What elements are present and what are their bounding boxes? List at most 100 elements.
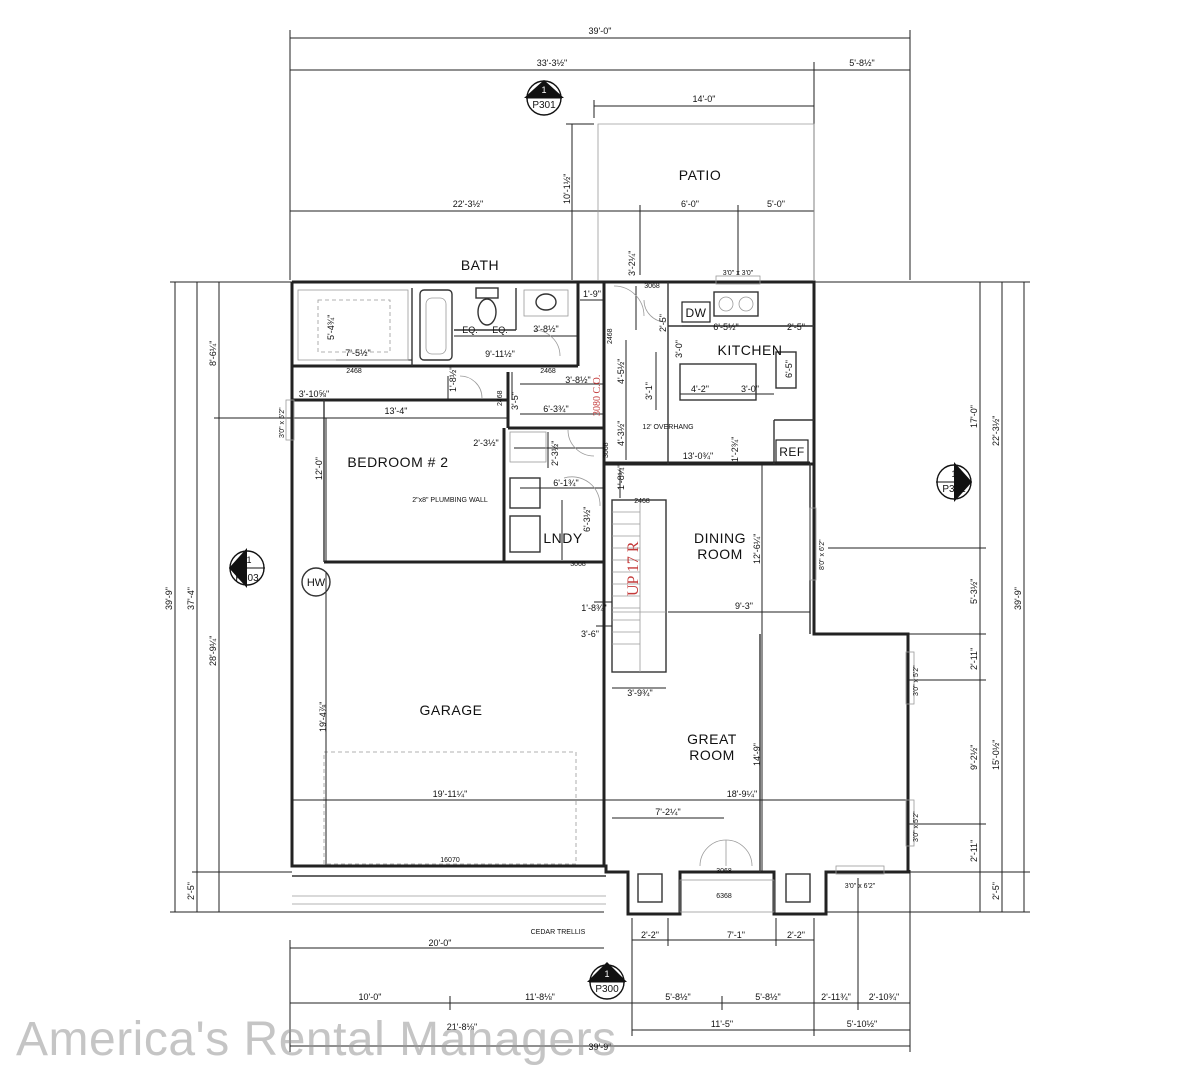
dim-20-0: 20'-0" [429, 938, 452, 948]
dim-14-9: 14'-9" [752, 743, 762, 766]
dim-3-8a: 3'-8½" [533, 324, 558, 334]
window-tag-great-1: 3'0" x 5'2" [913, 665, 920, 696]
room-laundry-label: LNDY [543, 530, 583, 546]
dim-18-9: 18'-9¼" [727, 789, 757, 799]
room-dining-label-2: ROOM [697, 546, 743, 562]
dim-left-2-5: 2'-5" [186, 882, 196, 900]
room-garage-label: GARAGE [420, 702, 483, 718]
door-tag-hall: 3068 [603, 442, 610, 458]
dim-right-2-11a: 2'-11" [969, 648, 979, 670]
dim-4-3: 4'-3½" [616, 421, 626, 446]
dim-right-2-11b: 2'-11" [969, 840, 979, 862]
dim-3-6: 3'-6" [581, 629, 599, 639]
dim-2-2b: 2'-2" [787, 930, 805, 940]
dim-13-0: 13'-0¾" [683, 451, 713, 461]
dim-patio-door: 3'-2¼" [627, 251, 637, 276]
dim-6-3b: 6'-3½" [582, 507, 592, 532]
dim-6-3: 6'-3¾" [543, 404, 568, 414]
dim-12-6: 12'-6¼" [752, 534, 762, 564]
section-tag-right-num: 1 [951, 469, 956, 479]
dim-3-0b: 3'-0" [741, 384, 759, 394]
dim-bottom-11-8: 11'-8⅛" [525, 992, 555, 1002]
door-tag-coat: 2468 [607, 328, 614, 344]
dim-3-0: 3'-0" [674, 340, 684, 358]
section-tag-top-ref: P301 [532, 100, 556, 111]
dim-19-11: 19'-11¼" [433, 789, 468, 799]
dim-4-2: 4'-2" [691, 384, 709, 394]
dim-3-9: 3'-9¾" [627, 688, 652, 698]
dim-3-5: 3'-5" [510, 392, 520, 410]
door-tag-front: 3068 [716, 868, 732, 875]
section-tag-bottom-num: 1 [604, 969, 609, 979]
dim-left-8-6: 8'-6¼" [208, 341, 218, 366]
dim-2-5b: 2'-5" [787, 322, 805, 332]
plumbing-wall-note: 2"x8" PLUMBING WALL [412, 497, 488, 504]
dim-6-5: 6'-5½" [713, 322, 738, 332]
door-tag-kitchen: 3068 [644, 283, 660, 290]
section-tag-left-num: 1 [246, 555, 251, 565]
dim-1-9: 1'-9" [583, 289, 601, 299]
cedar-trellis-note: CEDAR TRELLIS [531, 929, 586, 936]
dim-9-3: 9'-3" [735, 601, 753, 611]
dim-left-39-9: 39'-9" [164, 587, 174, 610]
section-tag-bottom-ref: P300 [595, 984, 619, 995]
watermark: America's Rental Managers [16, 1013, 617, 1066]
eq-label-1: EQ. [462, 325, 478, 335]
section-tag-left-ref: P303 [235, 573, 259, 584]
dim-right-17-0: 17'-0" [969, 405, 979, 428]
door-tag-stair: 2468 [634, 498, 650, 505]
dim-12-0: 12'-0" [314, 457, 324, 480]
dim-top-main: 33'-3½" [537, 58, 567, 68]
dim-3-10: 3'-10⅝" [299, 389, 329, 399]
dim-bottom-5-8a: 5'-8½" [665, 992, 690, 1002]
window-tag-kitchen: 3'0" x 3'0" [723, 270, 754, 277]
door-tag-porch: 6368 [716, 893, 732, 900]
dim-right-22-3: 22'-3½" [991, 416, 1001, 446]
dim-top-right: 5'-8½" [849, 58, 874, 68]
section-tag-right: 1 P302 [936, 462, 972, 502]
door-tag-bed-hall: 2468 [497, 390, 504, 406]
dim-2-3b: 2'-3½" [550, 441, 560, 466]
dim-9-11: 9'-11½" [485, 349, 515, 359]
room-bedroom-label: BEDROOM # 2 [347, 454, 448, 470]
dim-patio-mid: 6'-0" [681, 199, 699, 209]
dim-patio-depth: 10'-1½" [562, 174, 572, 204]
dim-bottom-10-0: 10'-0" [359, 992, 382, 1002]
window-tag-bed: 3'0" x 5'2" [279, 407, 286, 438]
dim-patio-width: 14'-0" [693, 94, 716, 104]
dim-2-2a: 2'-2" [641, 930, 659, 940]
room-great-label-1: GREAT [687, 731, 737, 747]
dim-right-2-5: 2'-5" [991, 882, 1001, 900]
section-tag-top: 1 P301 [524, 80, 564, 116]
dim-19-4: 19'-4⅞" [318, 702, 328, 732]
dim-right-9-2: 9'-2½" [969, 745, 979, 770]
window-tag-dining: 8'0" x 6'2" [819, 539, 826, 570]
dim-right-39-9: 39'-9" [1013, 587, 1023, 610]
room-dining-label-1: DINING [694, 530, 746, 546]
dim-7-1: 7'-1" [727, 930, 745, 940]
dim-bottom-2-10: 2'-10¾" [869, 992, 899, 1002]
dim-bottom-5-10: 5'-10½" [847, 1019, 877, 1029]
dim-1-2: 1'-2¾" [730, 437, 740, 462]
dim-1-8c: 1'-8¾" [581, 603, 606, 613]
dishwasher-label: DW [686, 306, 707, 320]
dim-left-28-9: 28'-9¼" [208, 636, 218, 666]
room-bath-label: BATH [461, 257, 499, 273]
door-tag-garage: 16070 [440, 857, 460, 864]
dim-7-5: 7'-5½" [345, 348, 370, 358]
dim-top-total: 39'-0" [589, 26, 612, 36]
room-patio-label: PATIO [679, 167, 721, 183]
dim-patio-right: 5'-0" [767, 199, 785, 209]
dim-6-5v: 6'-5" [784, 360, 794, 378]
dim-3-8b: 3'-8½" [565, 375, 590, 385]
section-tag-right-ref: P302 [942, 484, 966, 495]
section-tag-bottom: 1 P300 [587, 962, 627, 1000]
room-great-label-2: ROOM [689, 747, 735, 763]
window-tag-great-3: 3'0" x 6'2" [845, 883, 876, 890]
dim-1-8b: 1'-8¼" [616, 465, 626, 490]
dim-6-1: 6'-1¾" [553, 478, 578, 488]
dim-1-8: 1'-8½" [448, 367, 458, 392]
dim-bottom-5-8b: 5'-8½" [755, 992, 780, 1002]
refrigerator-label: REF [779, 445, 805, 459]
